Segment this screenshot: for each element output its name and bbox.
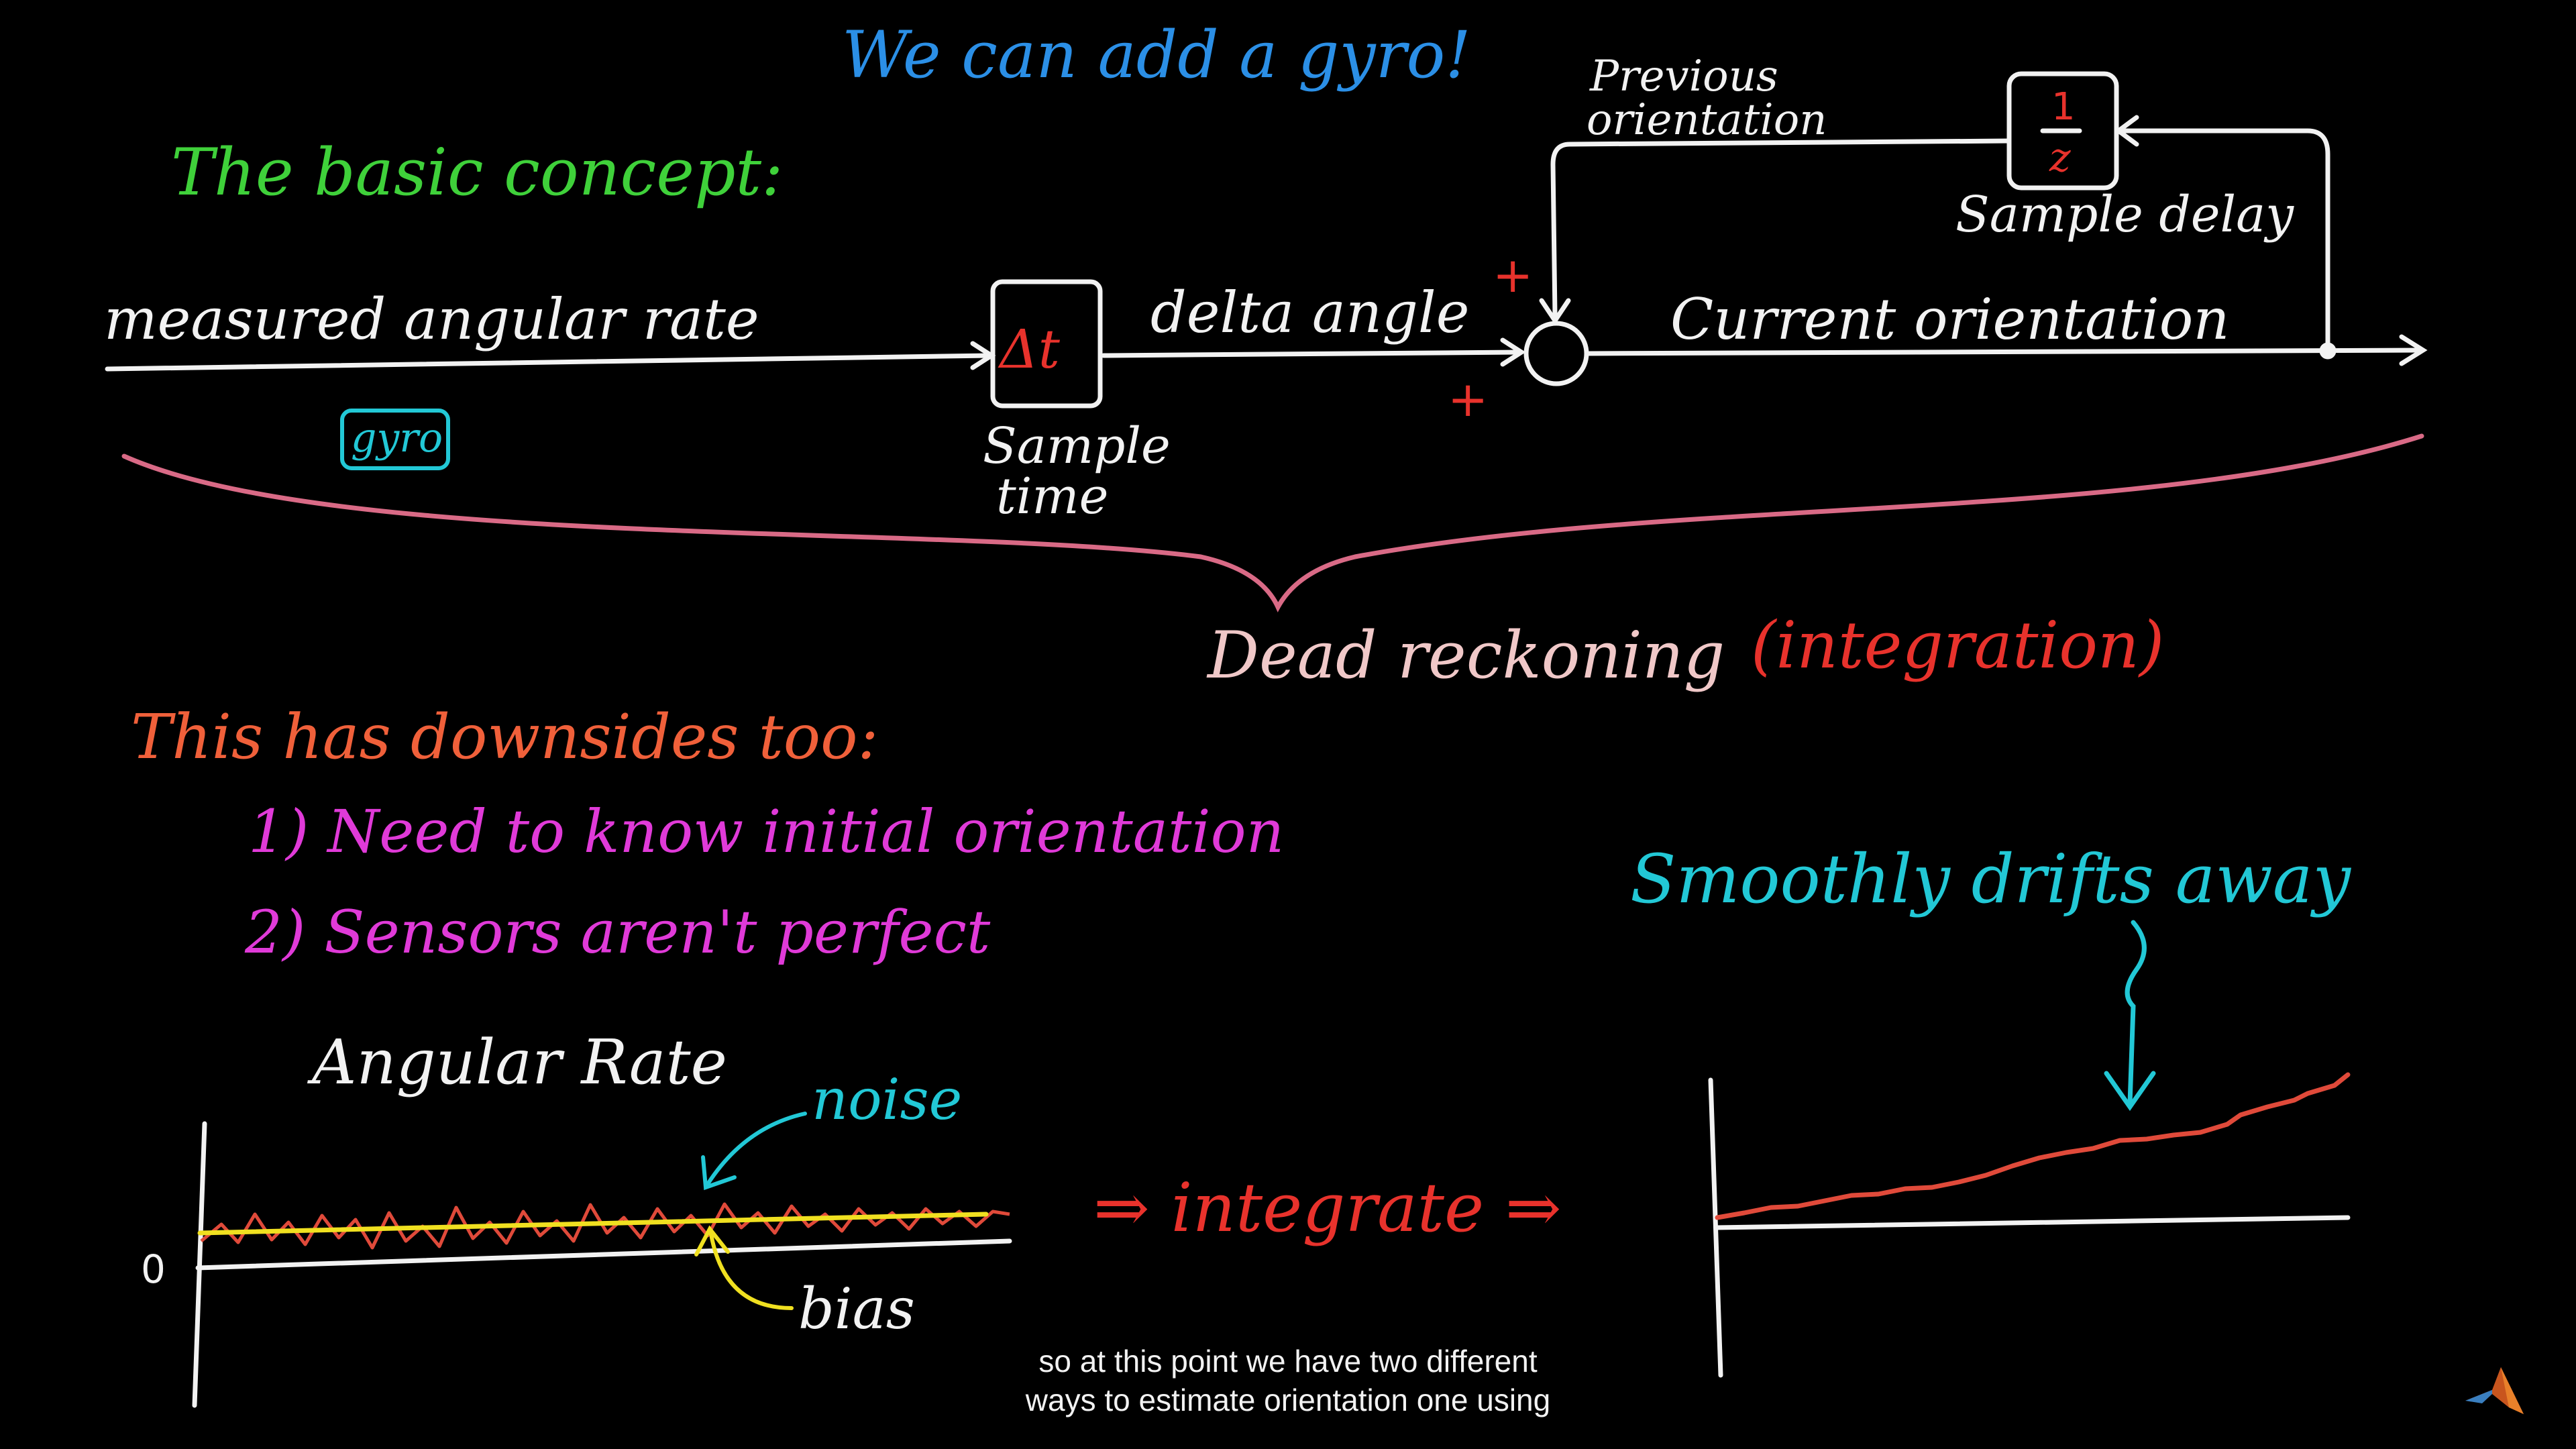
drift-arrowhead xyxy=(2104,1071,2156,1112)
plus-sign-bottom: + xyxy=(1448,371,1488,427)
output-label: Current orientation xyxy=(1670,286,2229,352)
input-label: measured angular rate xyxy=(104,286,759,352)
output-arrowhead xyxy=(2399,334,2428,366)
delta-angle-label: delta angle xyxy=(1150,280,1469,345)
dead-reckoning-label: Dead reckoning xyxy=(1206,618,1725,693)
noise-arrow xyxy=(706,1112,807,1186)
concept-heading: The basic concept: xyxy=(171,135,783,210)
dt-block xyxy=(990,279,1103,409)
integrate-label: ⇒ integrate ⇒ xyxy=(1093,1169,1562,1247)
gyro-tag: gyro xyxy=(351,415,443,462)
title: We can add a gyro! xyxy=(842,17,1471,93)
gyro-tag-box xyxy=(340,409,450,470)
downside-item-1: 1) Need to know initial orientation xyxy=(248,797,1284,866)
noise-arrowhead xyxy=(701,1155,737,1191)
dt-caption-sample: Sample xyxy=(983,417,1171,475)
right-plot-axes xyxy=(1708,1077,2351,1378)
dead-reckoning-brace xyxy=(121,433,2424,612)
dt-caption-time: time xyxy=(996,468,1108,525)
noise-signal xyxy=(200,1202,1010,1250)
delta-arrowhead xyxy=(1500,337,1526,367)
delay-numerator: 1 xyxy=(2051,85,2076,129)
drift-annotation: Smoothly drifts away xyxy=(1630,840,2352,918)
subtitle-line-2: ways to estimate orientation one using xyxy=(0,1381,2576,1419)
subtitle-text-2: ways to estimate orientation one using xyxy=(1018,1381,1558,1419)
bias-line xyxy=(197,1212,989,1236)
bias-arrow xyxy=(709,1232,794,1310)
downside-item-2: 2) Sensors aren't perfect xyxy=(244,898,991,967)
membrane-logo-icon xyxy=(2465,1367,2524,1414)
noise-label: noise xyxy=(812,1067,962,1132)
bias-arrowhead xyxy=(694,1225,730,1256)
left-plot-x-axis xyxy=(195,1238,1012,1271)
drift-arrow xyxy=(2125,920,2147,1106)
feedback-label-orientation: orientation xyxy=(1587,95,1827,145)
integration-label: (integration) xyxy=(1751,608,2164,683)
previous-orientation-line xyxy=(1550,138,2012,318)
delay-caption: Sample delay xyxy=(1955,186,2294,244)
output-line xyxy=(1584,347,2424,356)
dt-label: Δt xyxy=(998,318,1061,380)
angular-rate-title: Angular Rate xyxy=(307,1026,727,1098)
subtitle-text-1: so at this point we have two different xyxy=(1032,1342,1544,1380)
plus-sign-top: + xyxy=(1493,247,1533,303)
block-diagram xyxy=(105,71,2428,409)
delta-angle-line xyxy=(1101,350,1522,358)
delay-denominator: z xyxy=(2049,134,2071,181)
input-signal-line xyxy=(105,353,992,372)
feedback-path xyxy=(2117,128,2330,354)
downsides-heading: This has downsides too: xyxy=(131,701,879,773)
left-plot-zero-label: 0 xyxy=(141,1246,166,1292)
feedback-label-previous: Previous xyxy=(1589,52,1778,101)
delay-block xyxy=(2006,71,2119,191)
left-plot-axes xyxy=(192,1121,1012,1408)
previous-arrowhead xyxy=(1539,298,1571,325)
drifting-orientation-curve xyxy=(1715,1072,2351,1220)
summing-junction xyxy=(1523,321,1589,386)
subtitle-line-1: so at this point we have two different xyxy=(0,1342,2576,1381)
left-plot-y-axis xyxy=(192,1121,207,1408)
bias-label: bias xyxy=(798,1276,915,1342)
right-plot-x-axis xyxy=(1713,1215,2351,1230)
